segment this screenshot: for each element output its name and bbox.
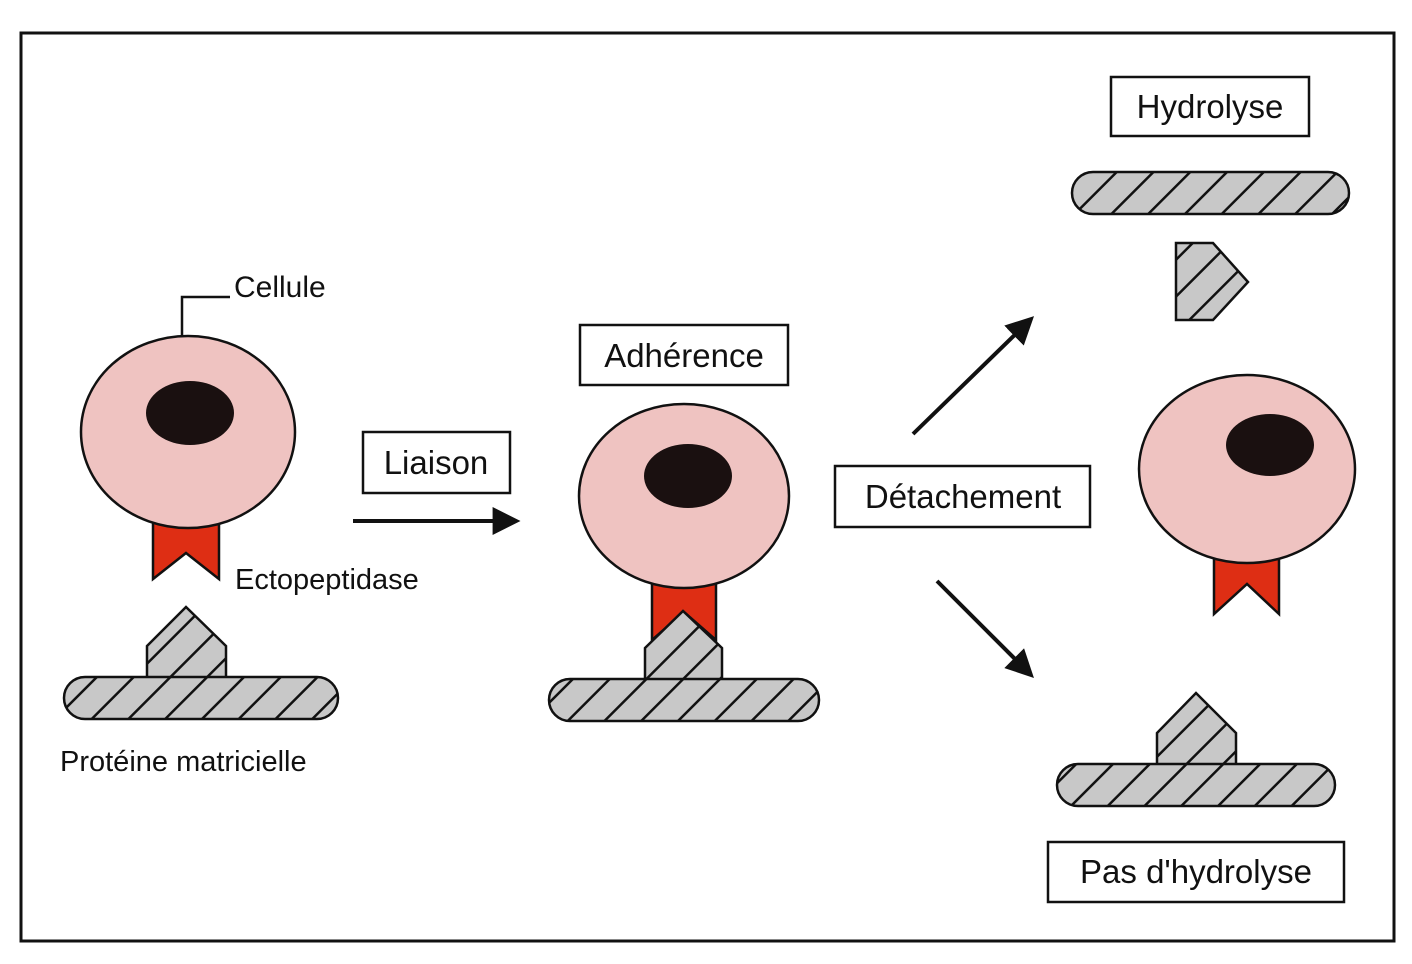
pas-hydrolyse-box — [1046, 840, 1346, 904]
matrix-protein-bar-bound — [547, 677, 821, 723]
hydrolyse-box — [1109, 75, 1311, 138]
matrix-protein-bar — [62, 675, 340, 721]
outcome-pas-hydrolyse: Pas d'hydrolyse — [1046, 691, 1346, 904]
arrow-to-pas-hydrolyse — [935, 579, 1034, 678]
liaison-step: Liaison — [353, 430, 521, 535]
detachement-step: Détachement — [833, 316, 1092, 678]
cell-nucleus-detached — [1226, 414, 1314, 476]
arrow-to-hydrolyse — [911, 316, 1035, 436]
label-adherence: Adhérence — [604, 337, 764, 374]
label-ectopeptidase: Ectopeptidase — [235, 564, 419, 596]
stage-initial: Cellule Ectopeptidase Protéine matriciel… — [60, 271, 419, 778]
liaison-box — [361, 430, 512, 495]
outcome-hydrolyse: Hydrolyse — [1070, 75, 1351, 322]
label-pas-hydrolyse: Pas d'hydrolyse — [1080, 853, 1312, 890]
label-cellule: Cellule — [234, 271, 326, 304]
matrix-protein-bar-intact — [1055, 762, 1337, 808]
stage-adherence: Adhérence — [547, 323, 821, 723]
label-detachement: Détachement — [865, 478, 1061, 515]
label-proteine-matricielle: Protéine matricielle — [60, 746, 307, 778]
matrix-protein-bar-hydrolysed — [1070, 170, 1351, 216]
adherence-box — [578, 323, 790, 387]
cell-nucleus — [146, 381, 234, 445]
detached-cell — [1137, 373, 1357, 617]
label-liaison: Liaison — [384, 444, 489, 481]
label-hydrolyse: Hydrolyse — [1137, 88, 1284, 125]
cleaved-peptide-fragment — [1174, 241, 1250, 322]
cell-nucleus-bound — [644, 444, 732, 508]
detachement-box — [833, 464, 1092, 529]
